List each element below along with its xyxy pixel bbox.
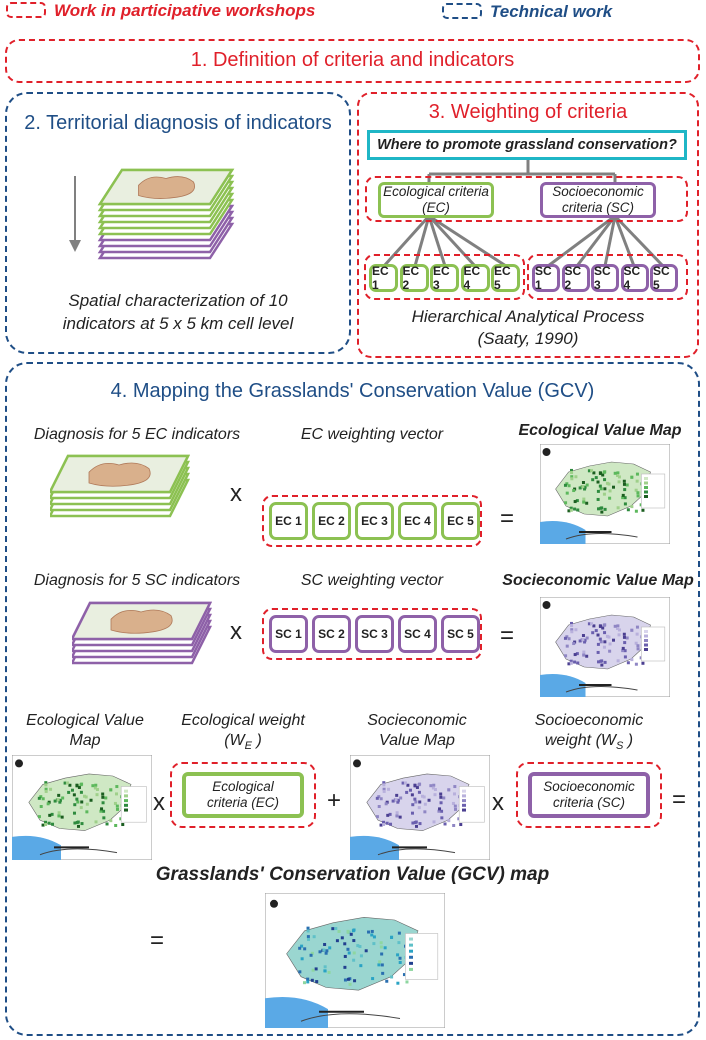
ecological-value-map-title: Ecological Value Map [518,422,682,439]
soc-weight-close: ) [623,732,634,749]
equals-operator-2: = [500,622,515,649]
socioeconomic-value-map-small [350,755,490,860]
soc-crit-line1: Socioeconomic [543,779,635,794]
ec-indicators-group [364,254,525,300]
section1-title: 1. Definition of criteria and indicators [190,49,515,71]
section3-ec-chip-4: EC 4 [460,264,490,292]
section3-sc-chip-2: SC 2 [561,264,590,292]
row3-eco-map-line1: Ecological Value [26,712,144,729]
ec-label-line1: Ecological criteria [383,184,489,199]
technical-legend-label: Technical work [490,2,613,21]
sc-layer-stack-icon [72,601,213,665]
section4-box [5,362,700,1036]
eco-crit-line2: criteria (EC) [206,795,279,810]
row3-eco-weight-label: Ecological weight (WE ) [168,711,318,756]
ecological-criteria-box: Ecological criteria(EC) [378,182,494,218]
row1-ec-chip-3: EC 3 [355,502,394,540]
socioeconomic-value-map-title: Socieconomic Value Map [502,572,694,589]
row2-sc-chip-2: SC 2 [312,615,351,653]
section2-caption-line1: Spatial characterization of 10 [68,291,288,310]
row3-eco-map-line2: Map [69,732,101,749]
row1-ec-chip-2: EC 2 [312,502,351,540]
participative-legend-swatch [6,2,46,18]
plus-operator: + [327,787,342,814]
equals-operator-4: = [150,927,165,954]
technical-legend-swatch [442,3,482,19]
section4-title: 4. Mapping the Grasslands' Conservation … [110,380,595,402]
row3-eco-map-label: Ecological Value Map [10,711,160,751]
row1-diag-label: Diagnosis for 5 EC indicators [33,426,241,443]
section3-ec-chip-5: EC 5 [491,264,520,292]
soc-crit-line2: criteria (SC) [552,795,625,810]
row3-eco-weight-line1: Ecological weight [181,712,305,729]
ecological-value-map [540,444,670,544]
row3-soc-weight-line1: Socioeconomic [534,712,644,729]
sc-vector-group [262,608,482,660]
section3-sc-chip-4: SC 4 [620,264,649,292]
eco-weight-group [170,762,316,828]
gcv-map-title: Grasslands' Conservation Value (GCV) map [155,864,550,885]
layer-stack-icon [69,168,235,260]
method-line1: Hierarchical Analytical Process [411,307,645,326]
row2-diag-label: Diagnosis for 5 SC indicators [33,572,241,589]
soc-weight-open: weight (W [544,732,616,749]
section2-title: 2. Territorial diagnosis of indicators [24,112,332,134]
ecological-value-map-small [12,755,152,860]
row3-soc-map-label: Socieconomic Value Map [347,711,487,751]
ec-vector-group [262,495,482,547]
eco-weight-close: ) [252,732,262,749]
socioeconomic-value-map [540,597,670,697]
row2-vector-label: SC weighting vector [300,572,444,589]
section3-sc-chip-5: SC 5 [650,264,678,292]
row1-vector-label: EC weighting vector [300,426,444,443]
ec-layer-stack-icon [50,454,191,518]
participative-legend-label: Work in participative workshops [54,1,316,20]
section3-ec-chip-2: EC 2 [399,264,429,292]
section3-sc-chip-3: SC 3 [591,264,619,292]
row2-sc-chip-1: SC 1 [269,615,308,653]
times-operator-1: x [230,480,242,507]
row1-ec-chip-5: EC 5 [441,502,480,540]
row1-ec-chip-4: EC 4 [398,502,437,540]
section3-box [357,92,699,358]
times-operator-4: x [492,789,504,816]
section3-title: 3. Weighting of criteria [428,101,628,123]
section1-box [5,39,700,83]
sc-indicators-group [527,254,688,300]
section2-caption-line2: indicators at 5 x 5 km cell level [62,314,294,333]
sc-label-line2: criteria (SC) [561,200,634,215]
row3-soc-weight-label: Socioeconomic weight (WS ) [514,711,664,756]
method-caption: Hierarchical Analytical Process (Saaty, … [357,306,699,350]
sc-label-line1: Socioeconomic [552,184,644,199]
section3-ec-chip-1: EC 1 [369,264,398,292]
section3-sc-chip-1: SC 1 [532,264,560,292]
row1-ec-chip-1: EC 1 [269,502,308,540]
ec-label-line2: (EC) [422,200,450,215]
row2-sc-chip-4: SC 4 [398,615,437,653]
times-operator-2: x [230,618,242,645]
section2-box [5,92,351,354]
times-operator-3: x [153,789,165,816]
eco-crit-line1: Ecological [212,779,274,794]
soc-weight-subscript: S [616,740,624,753]
soc-weight-group [516,762,662,828]
eco-weight-subscript: E [244,740,252,753]
hierarchy-lines [382,160,665,268]
method-line2: (Saaty, 1990) [477,329,579,348]
section2-caption: Spatial characterization of 10 indicator… [5,289,351,335]
criteria-group-box [365,176,688,222]
question-box: Where to promote grassland conservation? [367,130,687,160]
row2-sc-chip-3: SC 3 [355,615,394,653]
row3-soc-map-line2: Value Map [379,732,455,749]
row2-sc-chip-5: SC 5 [441,615,480,653]
eco-weight-open: (W [224,732,245,749]
equals-operator-1: = [500,505,515,532]
row3-soc-map-line1: Socieconomic [367,712,467,729]
section3-ec-chip-3: EC 3 [430,264,459,292]
gcv-map [265,893,445,1028]
equals-operator-3: = [672,786,687,813]
